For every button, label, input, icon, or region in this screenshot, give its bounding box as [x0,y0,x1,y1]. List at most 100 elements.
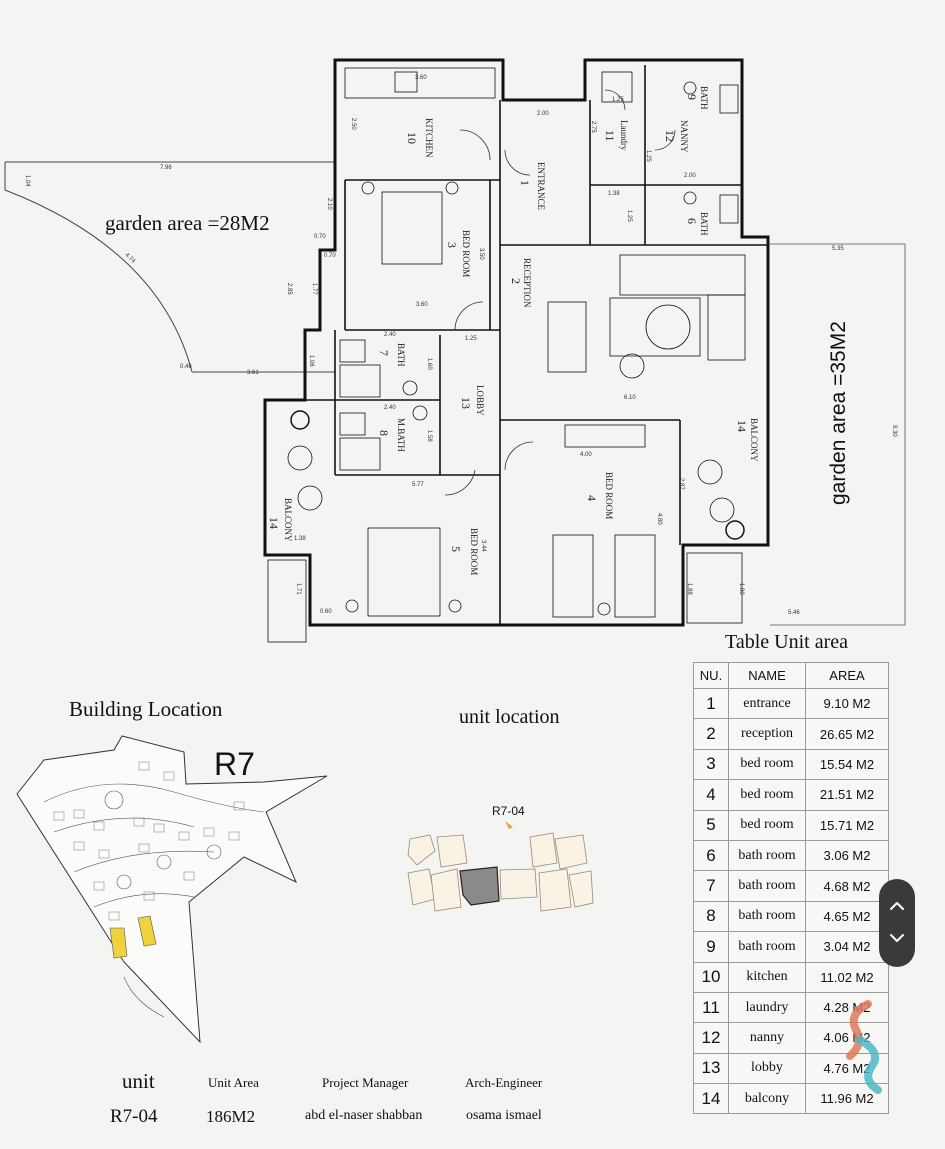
row-area: 3.04 M2 [805,931,889,963]
dim-label: 7.96 [160,165,172,171]
row-name: bed room [728,809,806,841]
unit-location-map [407,821,594,912]
row-name: bath room [728,870,806,902]
dim-label: 2.40 [384,332,396,338]
building-code: R7 [214,746,255,782]
dim-label: 0.46 [180,364,192,370]
row-name: bath room [728,931,806,963]
dim-label: 1.80 [738,583,744,595]
room-label: BALCONY [749,418,759,462]
dim-label: 5.46 [788,610,800,616]
unit-location-title: unit location [459,706,560,728]
arch-engineer-label: Arch-Engineer [465,1075,543,1090]
dim-label: 3.44 [480,540,486,552]
room-label: BED ROOM [469,528,479,575]
dim-label: 2.40 [384,405,396,411]
room-label: BATH [699,86,709,110]
dim-label: 2.87 [678,478,684,490]
row-number: 5 [693,809,729,841]
header-area: AREA [805,662,889,689]
row-name: laundry [728,991,806,1024]
room-number: 9 [685,94,699,100]
room-number: 2 [509,278,523,284]
watermark-logo-icon [846,1000,882,1094]
dim-label: 2.50 [350,118,356,130]
row-number: 11 [693,991,729,1024]
unit-marker-label: R7-04 [492,804,525,818]
room-label: RECEPTION [522,258,532,308]
highlighted-building [137,915,157,947]
row-name: nanny [728,1022,806,1054]
dim-label: 5.77 [412,482,424,488]
room-number: 12 [663,130,677,142]
room-label: ENTRANCE [536,162,546,210]
row-area: 3.06 M2 [805,839,889,872]
dim-label: 2.00 [684,173,696,179]
table-title: Table Unit area [725,631,848,653]
room-number: 5 [449,546,463,552]
dimension-labels: 3.60 2.00 2.50 2.75 1.25 2.10 3.50 0.70 … [24,75,897,616]
unit-area-label: Unit Area [208,1075,259,1090]
chevron-down-icon[interactable] [888,929,906,947]
room-label: BED ROOM [461,230,471,277]
row-number: 9 [693,931,729,963]
room-number: 3 [445,242,459,248]
row-name: reception [728,718,806,750]
row-number: 1 [693,687,729,720]
row-name: bed room [728,748,806,781]
highlighted-building [109,927,128,959]
row-number: 2 [693,718,729,750]
room-label: KITCHEN [424,118,434,158]
row-area: 4.68 M2 [805,870,889,902]
dim-label: 3.50 [478,248,484,260]
row-number: 10 [693,961,729,993]
dim-label: 3.60 [415,75,427,81]
room-number: 10 [405,132,419,144]
chevron-up-icon[interactable] [888,897,906,915]
row-name: lobby [728,1052,806,1085]
dim-label: 5.35 [832,246,844,252]
room-number: 14 [267,517,281,529]
row-number: 13 [693,1052,729,1085]
row-area: 15.54 M2 [805,748,889,781]
row-number: 8 [693,900,729,933]
room-label: BATH [396,343,406,367]
dim-label: 2.85 [286,283,292,295]
dim-label: 6.10 [624,395,636,401]
dim-label: 1.77 [311,283,317,295]
dim-label: 1.71 [295,583,301,595]
dim-label: 0.70 [324,253,336,259]
dim-label: 2.10 [326,198,332,210]
dim-label: 4.74 [124,252,137,265]
dim-label: 1.25 [465,336,477,342]
header-name: NAME [728,662,806,689]
row-name: bed room [728,779,806,811]
dim-label: 1.25 [612,97,624,103]
room-number: 11 [603,130,617,142]
room-number: 7 [377,350,391,356]
site-map [16,735,328,1044]
dim-label: 1.25 [626,210,632,222]
garden-area-left: garden area =28M2 [105,211,270,235]
row-number: 14 [693,1083,729,1115]
dim-label: 1.38 [608,191,620,197]
dim-label: 0.60 [320,609,332,615]
row-area: 11.02 M2 [805,961,889,993]
dim-label: 0.70 [314,234,326,240]
room-number: 4 [585,495,599,501]
garden-left-boundary [4,161,335,373]
row-area: 4.65 M2 [805,900,889,933]
dim-label: 1.88 [686,583,692,595]
room-label: LOBBY [475,385,485,416]
room-label: Laundry [619,120,629,151]
floor-plan: garden area =28M2 garden area =35M2 KITC… [4,58,906,643]
unit-label: unit [122,1069,155,1093]
room-label: NANNY [679,120,689,153]
row-name: kitchen [728,961,806,993]
